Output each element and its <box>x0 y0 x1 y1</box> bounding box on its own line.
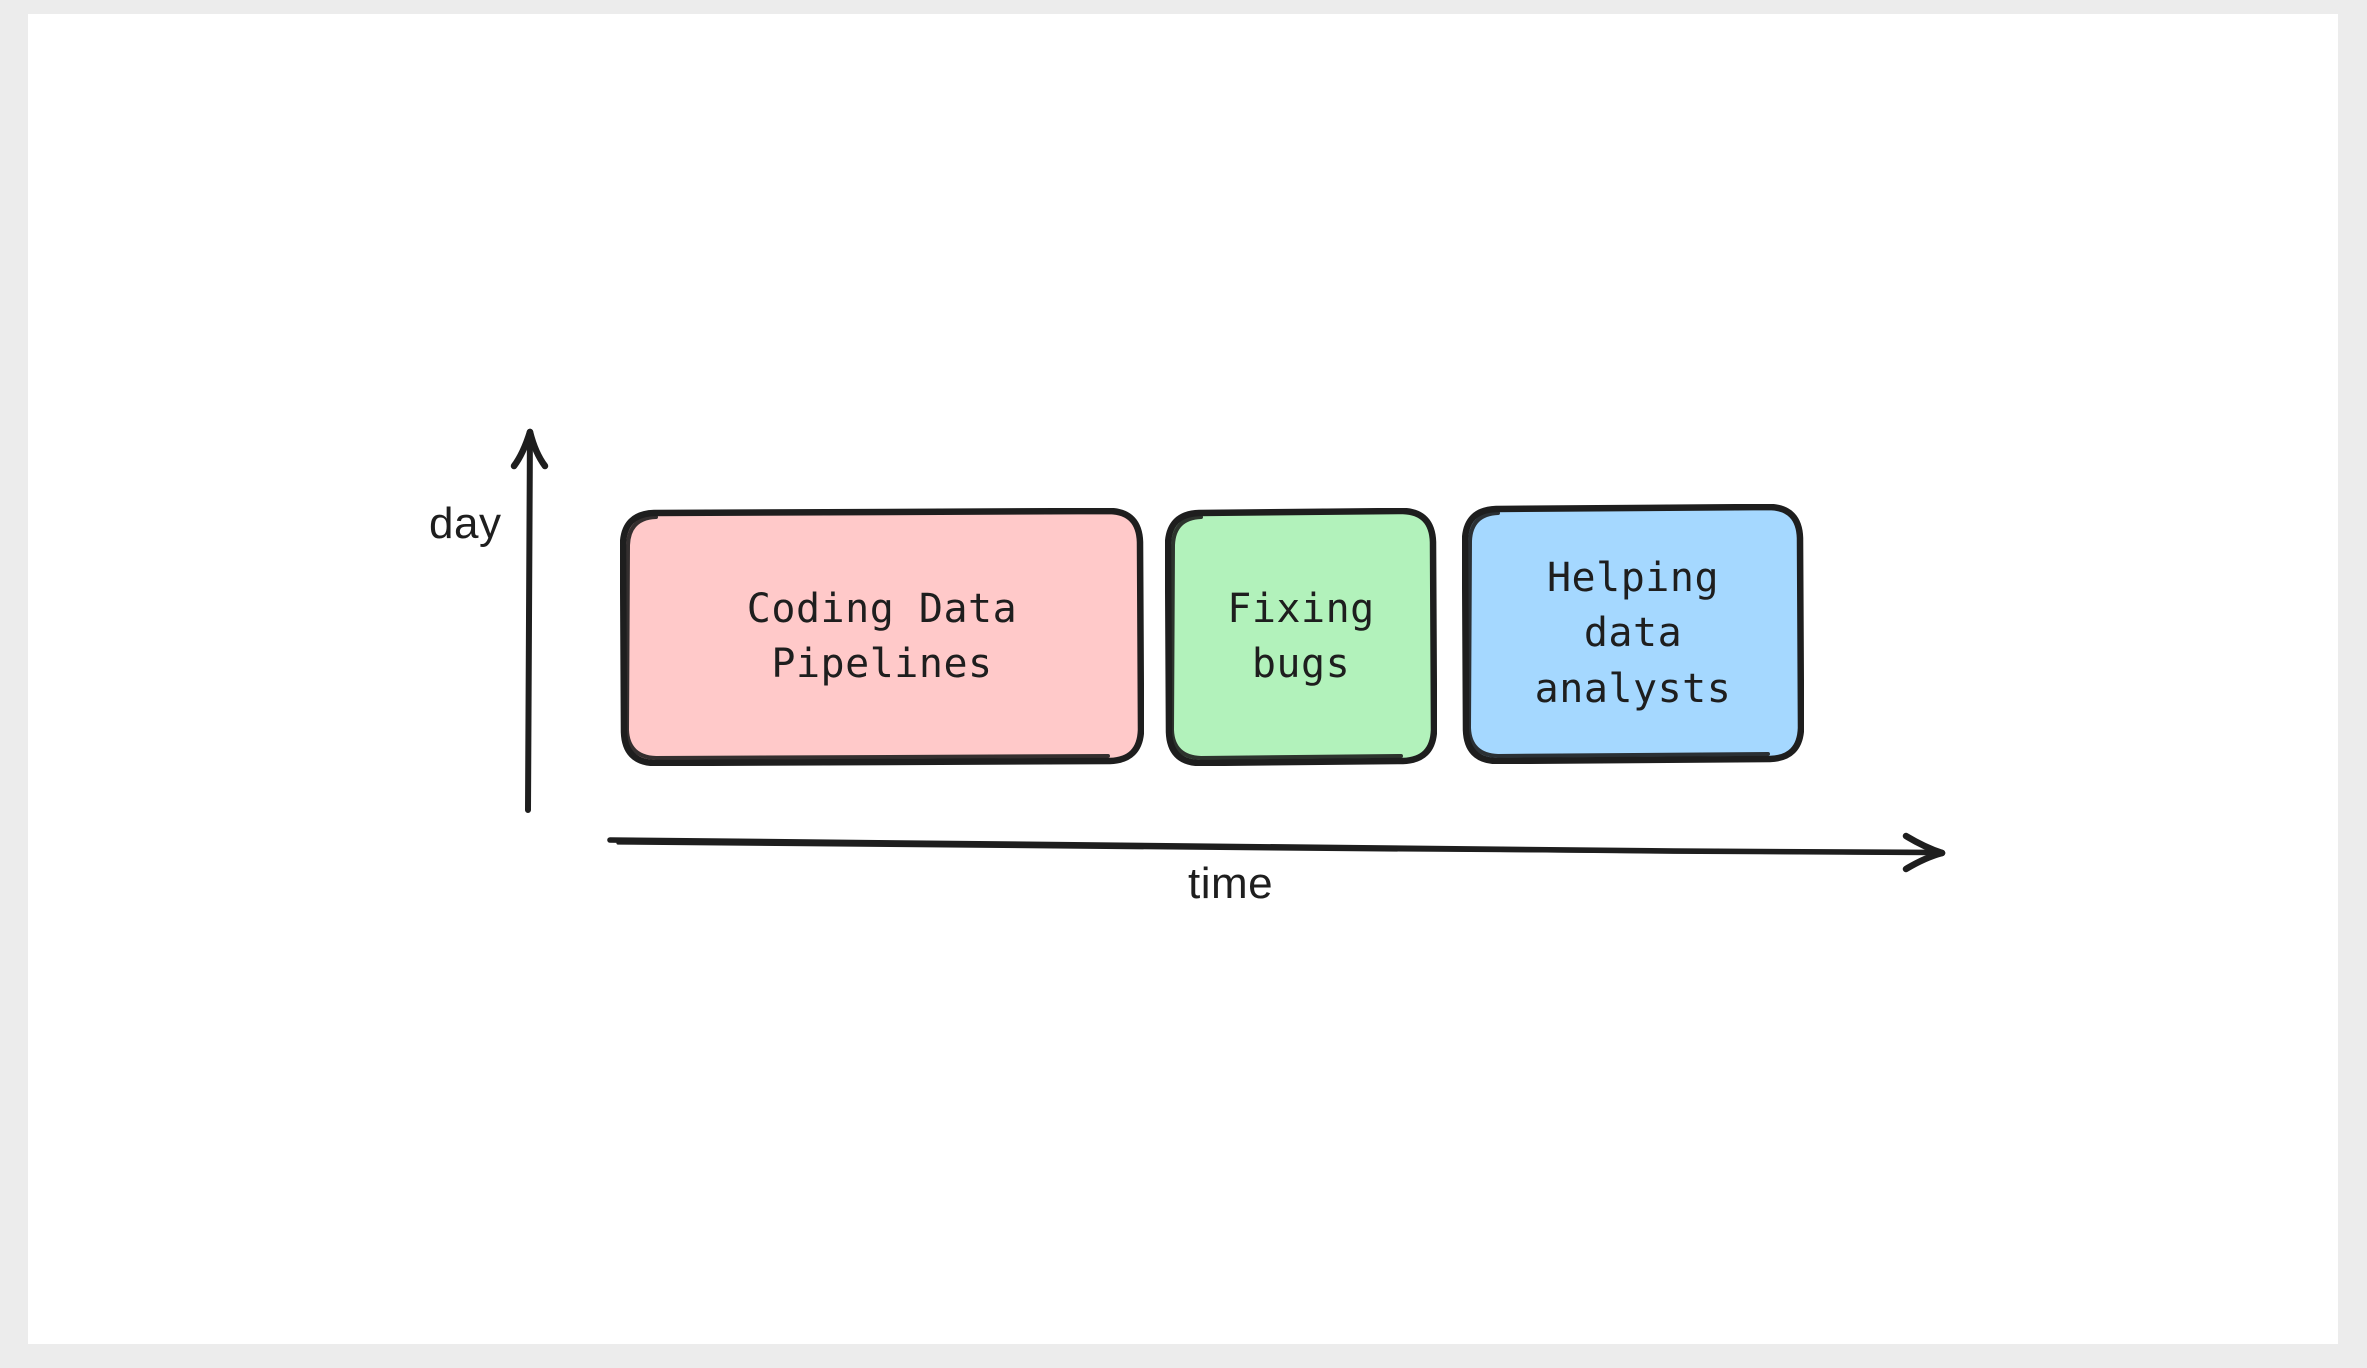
timeline-block-coding-data-pipelines[interactable]: Coding Data Pipelines <box>620 508 1144 766</box>
timeline-block-label: Fixing bugs <box>1227 585 1375 687</box>
arrow-right-icon <box>607 832 1946 873</box>
rounded-rect-shape <box>1462 504 1804 764</box>
timeline-block-fixing-bugs[interactable]: Fixing bugs <box>1165 508 1437 766</box>
axis-label-time: time <box>1188 859 1274 908</box>
timeline-block-helping-data-analysts[interactable]: Helping data analysts <box>1462 504 1804 764</box>
axis-label-day: day <box>429 499 502 548</box>
rounded-rect-shape <box>620 508 1144 766</box>
timeline-block-label: Helping data analysts <box>1534 555 1732 712</box>
timeline-block-label: Coding Data Pipelines <box>746 585 1018 687</box>
drawing-canvas[interactable]: day time Coding Data Pipelines Fixing bu… <box>28 14 2338 1344</box>
rounded-rect-shape <box>1165 508 1437 766</box>
arrow-up-icon <box>510 428 549 813</box>
